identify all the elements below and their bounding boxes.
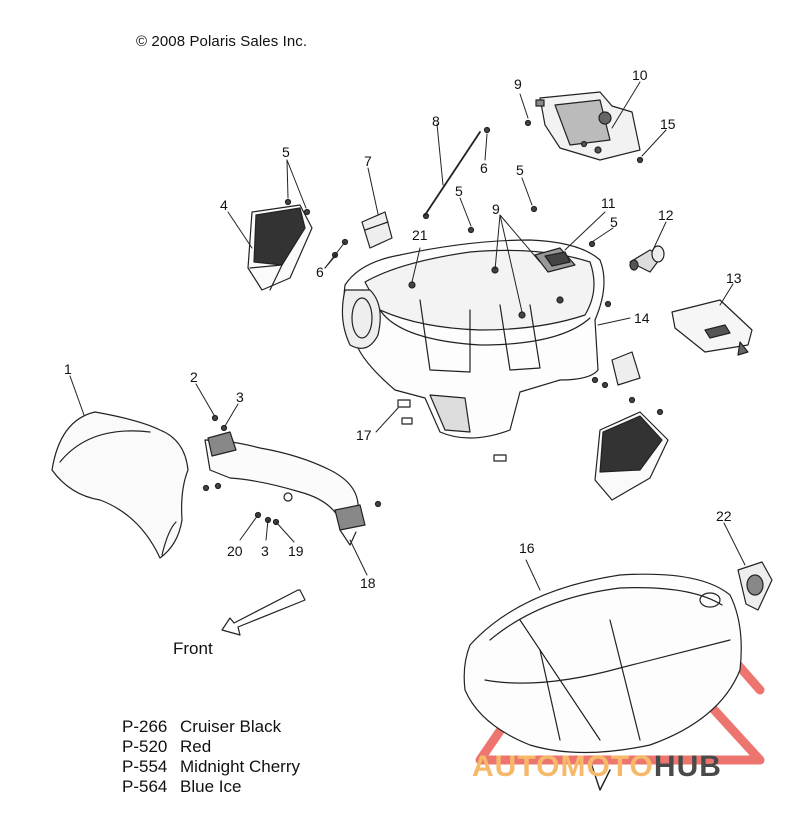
right-speaker-grille — [594, 411, 669, 501]
callout-6: 6 — [316, 264, 324, 280]
color-code: P-564 — [122, 777, 168, 796]
color-name: Red — [180, 737, 212, 756]
callout-4: 4 — [220, 197, 228, 213]
callout-1: 1 — [64, 361, 72, 377]
part-18-inner-fairing — [204, 431, 366, 546]
callout-9: 9 — [492, 201, 500, 217]
callout-15: 15 — [660, 116, 676, 132]
callout-18: 18 — [360, 575, 376, 591]
front-arrow — [221, 589, 306, 636]
callout-11: 11 — [601, 195, 616, 211]
callout-20: 20 — [227, 543, 243, 559]
callout-21: 21 — [412, 227, 428, 243]
color-code: P-554 — [122, 757, 168, 776]
callout-5: 5 — [282, 144, 290, 160]
front-label: Front — [173, 639, 213, 658]
callout-3: 3 — [236, 389, 244, 405]
right-bracket — [611, 351, 641, 386]
callout-5: 5 — [610, 214, 618, 230]
callout-5: 5 — [455, 183, 463, 199]
color-name: Midnight Cherry — [180, 757, 300, 776]
part-17-tags — [397, 399, 507, 462]
callout-8: 8 — [432, 113, 440, 129]
callout-19: 19 — [288, 543, 304, 559]
callout-9: 9 — [514, 76, 522, 92]
color-code: P-520 — [122, 737, 168, 756]
color-code-row: P-520 Red — [122, 737, 300, 757]
callout-16: 16 — [519, 540, 535, 556]
callout-numbers: 1 2 3 3 4 5 5 5 5 6 6 7 8 9 9 10 11 12 1… — [64, 67, 742, 591]
part-4-speaker-grille — [247, 204, 313, 291]
color-code-row: P-554 Midnight Cherry — [122, 757, 300, 777]
callout-2: 2 — [190, 369, 198, 385]
color-code-row: P-564 Blue Ice — [122, 777, 300, 797]
callout-6: 6 — [480, 160, 488, 176]
part-13-plate — [671, 299, 753, 356]
watermark-part1: AUTOMOTO — [472, 750, 654, 783]
watermark-part2: HUB — [653, 750, 722, 783]
leader-lines — [69, 81, 746, 591]
callout-12: 12 — [658, 207, 674, 223]
color-name: Cruiser Black — [180, 717, 282, 736]
color-code: P-266 — [122, 717, 168, 736]
callout-14: 14 — [634, 310, 650, 326]
part-10-latch-assembly — [535, 91, 641, 161]
callout-7: 7 — [364, 153, 372, 169]
part-16-trunk-lid — [463, 573, 742, 791]
callout-10: 10 — [632, 67, 648, 83]
part-22-badge — [737, 561, 773, 611]
color-name: Blue Ice — [180, 777, 242, 796]
part-12-coupling — [629, 245, 665, 273]
callout-13: 13 — [726, 270, 742, 286]
callout-22: 22 — [716, 508, 732, 524]
callout-5: 5 — [516, 162, 524, 178]
part-14-trunk-body — [341, 239, 605, 439]
color-code-list: P-266 Cruiser Black P-520 Red P-554 Midnigh… — [122, 717, 300, 797]
part-1-windshield — [51, 411, 189, 559]
color-code-row: P-266 Cruiser Black — [122, 717, 300, 737]
watermark-text: AUTOMOTOHUB — [472, 750, 722, 784]
callout-3: 3 — [261, 543, 269, 559]
part-7-bracket — [361, 211, 393, 249]
copyright-notice: © 2008 Polaris Sales Inc. — [136, 33, 308, 50]
part-8-cable — [424, 131, 481, 216]
callout-17: 17 — [356, 427, 372, 443]
